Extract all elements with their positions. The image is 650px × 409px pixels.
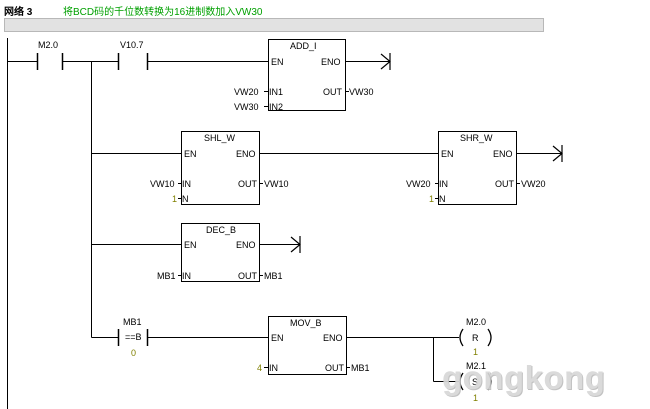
pin-n: N bbox=[182, 194, 189, 204]
contact-address: M2.0 bbox=[38, 40, 58, 50]
network-comment-field[interactable] bbox=[4, 18, 544, 32]
contact-m2-0[interactable]: M2.0 bbox=[36, 40, 64, 70]
coil-type: S bbox=[472, 377, 478, 387]
pin-out: OUT bbox=[238, 271, 258, 281]
pin-eno: ENO bbox=[323, 333, 343, 343]
network-comment[interactable]: 将BCD码的千位数转换为16进制数加入VW30 bbox=[63, 7, 263, 18]
operand-out: VW20 bbox=[521, 179, 546, 189]
pin-out: OUT bbox=[325, 363, 345, 373]
coil-type: R bbox=[472, 333, 479, 343]
pin-en: EN bbox=[184, 149, 197, 159]
compare-contact-mb1[interactable]: MB1 ==B 0 bbox=[117, 317, 149, 358]
pin-eno: ENO bbox=[236, 240, 256, 250]
pin-en: EN bbox=[441, 149, 454, 159]
operand-out: VW30 bbox=[349, 87, 374, 97]
operand-in: VW10 bbox=[150, 179, 175, 189]
operand-n: 1 bbox=[172, 194, 177, 204]
pin-in: IN bbox=[182, 271, 191, 281]
block-title: ADD_I bbox=[290, 41, 317, 51]
coil-count: 1 bbox=[473, 347, 478, 357]
pin-in: IN bbox=[439, 179, 448, 189]
operand-in: 4 bbox=[257, 363, 262, 373]
block-title: DEC_B bbox=[206, 225, 236, 235]
pin-n: N bbox=[439, 194, 446, 204]
pin-eno: ENO bbox=[493, 149, 513, 159]
add-i-block[interactable]: ADD_I EN ENO IN1 IN2 OUT VW20 VW30 VW30 bbox=[234, 39, 374, 113]
pin-en: EN bbox=[271, 57, 284, 67]
pin-en: EN bbox=[184, 240, 197, 250]
coil-address: M2.1 bbox=[466, 361, 486, 371]
set-coil-m2-1[interactable]: M2.1 S 1 bbox=[459, 361, 492, 403]
mov-b-block[interactable]: MOV_B EN ENO IN OUT 4 MB1 bbox=[257, 316, 370, 375]
contact-v10-7[interactable]: V10.7 bbox=[117, 40, 149, 70]
coil-address: M2.0 bbox=[466, 317, 486, 327]
shl-w-block[interactable]: SHL_W EN ENO IN N OUT VW10 1 VW10 bbox=[150, 131, 289, 205]
pin-in1: IN1 bbox=[269, 87, 283, 97]
pin-in: IN bbox=[269, 363, 278, 373]
pin-out: OUT bbox=[238, 179, 258, 189]
compare-operator: ==B bbox=[125, 332, 142, 342]
operand-out: VW10 bbox=[264, 179, 289, 189]
operand-in2: VW30 bbox=[234, 102, 259, 112]
dec-b-block[interactable]: DEC_B EN ENO IN OUT MB1 MB1 bbox=[157, 223, 283, 282]
watermark-logo: gongkong bbox=[442, 359, 606, 396]
operand-out: MB1 bbox=[264, 271, 283, 281]
compare-value: 0 bbox=[131, 348, 136, 358]
block-title: SHR_W bbox=[460, 133, 493, 143]
block-title: MOV_B bbox=[290, 318, 322, 328]
pin-en: EN bbox=[271, 333, 284, 343]
pin-eno: ENO bbox=[236, 149, 256, 159]
pin-in: IN bbox=[182, 179, 191, 189]
reset-coil-m2-0[interactable]: M2.0 R 1 bbox=[459, 317, 492, 357]
coil-count: 1 bbox=[473, 393, 478, 403]
operand-in1: VW20 bbox=[234, 87, 259, 97]
shr-w-block[interactable]: SHR_W EN ENO IN N OUT VW20 1 VW20 bbox=[406, 131, 546, 205]
operand-n: 1 bbox=[429, 194, 434, 204]
arrow-end-icon bbox=[552, 145, 563, 162]
operand-out: MB1 bbox=[351, 363, 370, 373]
network-header: 网络 3 将BCD码的千位数转换为16进制数加入VW30 bbox=[0, 0, 650, 18]
pin-eno: ENO bbox=[321, 57, 341, 67]
arrow-end-icon bbox=[380, 53, 391, 70]
operand-in: VW20 bbox=[406, 179, 431, 189]
block-title: SHL_W bbox=[204, 133, 236, 143]
compare-operand: MB1 bbox=[123, 317, 142, 327]
pin-out: OUT bbox=[495, 179, 515, 189]
contact-address: V10.7 bbox=[120, 40, 144, 50]
network-label: 网络 3 bbox=[4, 7, 33, 18]
pin-in2: IN2 bbox=[269, 102, 283, 112]
pin-out: OUT bbox=[323, 87, 343, 97]
operand-in: MB1 bbox=[157, 271, 176, 281]
arrow-end-icon bbox=[290, 236, 301, 253]
